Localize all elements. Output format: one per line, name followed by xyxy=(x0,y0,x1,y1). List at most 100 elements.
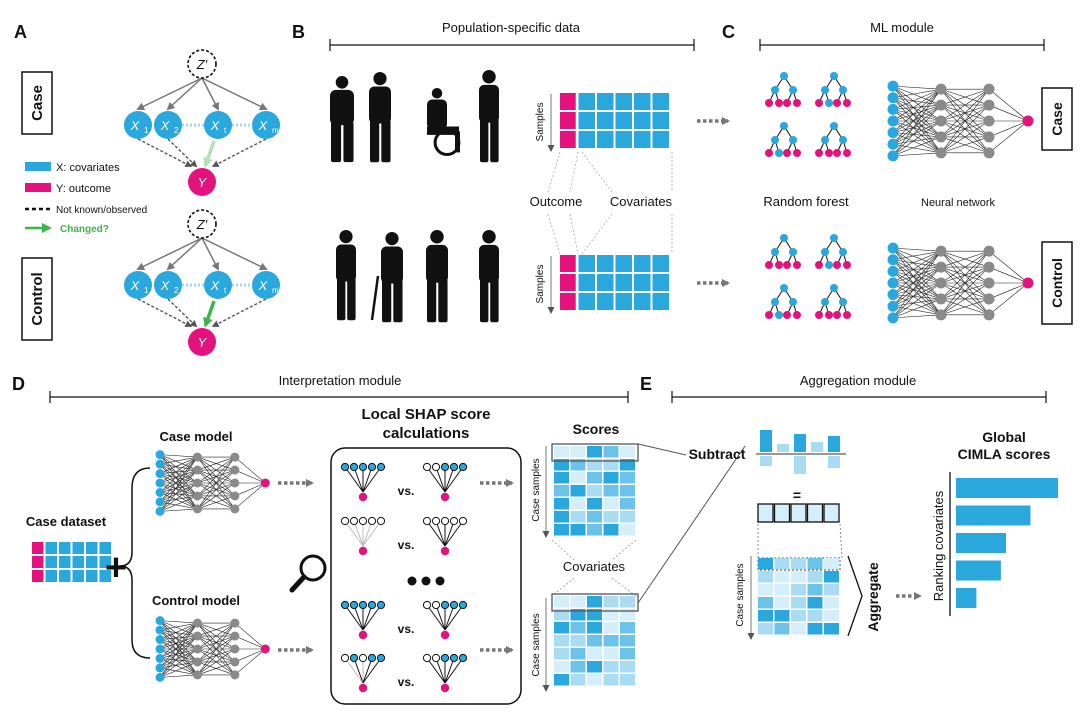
covariate-cell xyxy=(615,274,632,291)
heat-cell xyxy=(791,610,806,622)
covariate-node-subscript: 1 xyxy=(144,126,149,135)
heat-cell xyxy=(554,511,569,523)
decision-tree xyxy=(765,284,801,319)
heat-cell xyxy=(620,498,635,510)
heat-cell xyxy=(554,446,569,458)
latent-node xyxy=(187,209,217,239)
heat-cell xyxy=(758,584,773,596)
hidden-node xyxy=(192,465,202,475)
heat-cell xyxy=(554,661,569,673)
samples-label-control: Samples xyxy=(535,265,546,304)
case-samples-label-e: Case samples xyxy=(735,563,746,626)
heat-cell xyxy=(587,511,602,523)
decision-tree xyxy=(765,122,801,157)
diff-row-cell xyxy=(790,503,807,523)
diff-bar-down xyxy=(794,456,806,474)
heat-cell xyxy=(620,485,635,497)
person-silhouette xyxy=(370,232,403,323)
input-node xyxy=(887,150,899,162)
case-label: Case xyxy=(29,85,46,121)
heat-cell xyxy=(807,597,823,609)
heat-cell xyxy=(807,558,823,570)
covariate-cell xyxy=(59,542,71,554)
covariate-node-subscript: 1 xyxy=(144,286,149,295)
covariate-cell xyxy=(597,293,614,310)
covariate-node-label: X xyxy=(160,278,171,293)
legend-covariates-swatch xyxy=(25,162,51,171)
heat-cell xyxy=(587,498,602,510)
hidden-node xyxy=(192,631,202,641)
scores-first-row-case xyxy=(551,443,639,462)
magnifier-icon xyxy=(289,554,327,593)
hidden-node xyxy=(935,99,947,111)
diff-bar-down xyxy=(760,456,772,466)
shap-tree xyxy=(340,462,386,502)
outcome-cell xyxy=(32,542,44,554)
input-node xyxy=(155,663,165,673)
shap-tree xyxy=(422,653,468,693)
shap-tree xyxy=(340,516,386,556)
covariate-cell xyxy=(634,274,651,291)
covariate-node-label: X xyxy=(130,278,141,293)
case-model-network xyxy=(155,450,270,516)
neural-network-label: Neural network xyxy=(921,197,995,209)
panel-c-title: ML module xyxy=(870,20,934,35)
random-forest-control xyxy=(765,234,851,319)
covariate-cell xyxy=(615,131,632,148)
decision-tree xyxy=(815,234,851,269)
shap-tree xyxy=(422,462,468,502)
covariate-cell xyxy=(578,255,595,272)
decision-tree xyxy=(765,234,801,269)
hidden-node xyxy=(230,504,240,514)
people-silhouettes-case xyxy=(330,70,499,163)
hidden-node xyxy=(983,99,995,111)
panel-letter-a: A xyxy=(14,22,27,42)
heat-cell xyxy=(603,485,619,497)
heat-cell xyxy=(807,571,823,583)
covariate-node xyxy=(124,111,152,139)
panel-e-title: Aggregation module xyxy=(800,373,916,388)
input-node xyxy=(887,289,899,301)
hidden-node xyxy=(935,131,947,143)
heat-cell xyxy=(758,610,773,622)
neural-network-case xyxy=(887,80,1034,162)
difference-bars xyxy=(760,430,840,474)
covariate-node-subscript: t xyxy=(224,286,227,295)
global-bar xyxy=(956,588,977,608)
heat-cell xyxy=(791,597,806,609)
latent-node-label: Z′ xyxy=(196,57,208,72)
heat-cell xyxy=(824,584,839,596)
covariate-node-label: X xyxy=(258,278,269,293)
outcome-cell xyxy=(32,556,44,568)
decision-tree xyxy=(815,122,851,157)
legend-unknown: Not known/observed xyxy=(56,205,147,216)
subtract-label: Subtract xyxy=(689,446,746,462)
outcome-cell xyxy=(560,293,576,310)
global-bar xyxy=(956,560,1001,581)
heat-cell xyxy=(587,596,602,608)
input-node xyxy=(887,138,899,150)
control-model-label: Control xyxy=(1049,258,1065,308)
case-dataset-label: Case dataset xyxy=(26,514,107,529)
heat-cell xyxy=(758,558,773,570)
heat-cell xyxy=(587,446,602,458)
heat-cell xyxy=(587,648,602,660)
input-node xyxy=(887,127,899,139)
outcome-node-label: Y xyxy=(198,175,208,190)
heat-cell xyxy=(774,623,790,635)
diff-bar-up xyxy=(794,434,806,452)
covariate-node xyxy=(204,271,232,299)
heat-cell xyxy=(620,661,635,673)
hidden-node xyxy=(192,491,202,501)
shap-tree xyxy=(422,600,468,640)
panel-letter-c: C xyxy=(722,22,735,42)
covariate-cell xyxy=(578,131,595,148)
random-forest-case xyxy=(765,72,851,157)
hidden-node xyxy=(192,618,202,628)
hidden-node xyxy=(192,657,202,667)
panel-d: Interpretation module Case model Control… xyxy=(26,373,746,705)
covariate-cell xyxy=(99,556,111,568)
covariate-node xyxy=(252,271,280,299)
person-silhouette xyxy=(369,72,391,163)
